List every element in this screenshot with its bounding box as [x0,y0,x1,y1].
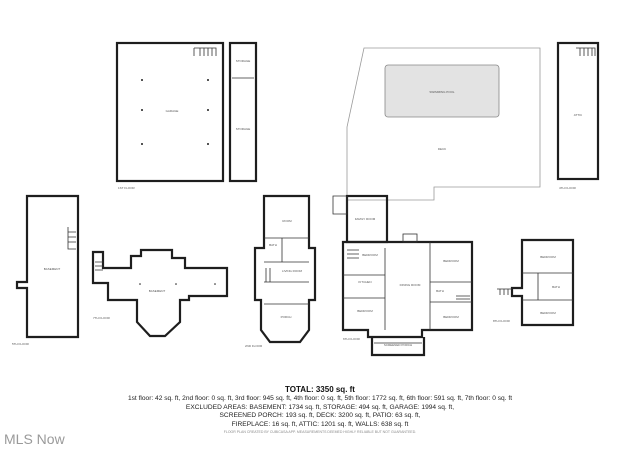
dining-room-label: DINING ROOM [400,283,421,287]
bedroom-5-label: BEDROOM [540,255,556,259]
storage-label-2: STORAGE [236,127,251,131]
bedroom-2-label: BEDROOM [357,309,373,313]
brand-watermark: MLS Now [4,431,65,447]
disclaimer: FLOOR PLAN CREATED BY CUBICASA APP. MEAS… [223,430,417,435]
floor-areas: 1st floor: 42 sq. ft, 2nd floor: 0 sq. f… [127,395,513,402]
room-label: ROOM [282,219,292,223]
floor-label-attic: 4TH FLOOR [559,186,577,190]
floor-label-garage: 1ST FLOOR [118,186,135,190]
floor-label-bedroom: 8TH FLOOR [493,319,511,323]
attic-label: ATTIC [574,113,583,117]
bedroom-1-label: BEDROOM [362,253,378,257]
bedroom-wing-plan: BEDROOM BATH BEDROOM 8TH FLOOR [493,238,575,327]
bedroom-3-label: BEDROOM [443,259,459,263]
basement-2-plan: BASEMENT 7TH FLOOR [91,248,229,338]
bedroom-6-label: BEDROOM [540,311,556,315]
main-floor-plan: FAMILY ROOM DINING ROOM KITCHEN BEDROOM … [332,194,474,357]
floor-plan-drawing: GARAGE STORAGE STORAGE 1ST FLOOR SWIMMIN… [12,41,600,357]
bath-2-label: BATH [436,289,444,293]
family-room-label: FAMILY ROOM [355,217,376,221]
floor-label-lower: 7TH FLOOR [93,316,111,320]
storage-label: STORAGE [236,59,251,63]
deck-plan: SWIMMING POOL DECK [346,47,541,201]
upper-floor-plan: ROOM BATH LIVING ROOM PORCH 2ND FLOOR [245,194,317,348]
deck-label: DECK [438,147,446,151]
screened-porch-label: SCREENED PORCH [384,343,412,347]
bath-3-label: BATH [552,285,560,289]
porch-label: PORCH [281,315,292,319]
attic-plan: ATTIC 4TH FLOOR [556,41,600,190]
area-summary: TOTAL: 3350 sq. ft 1st floor: 42 sq. ft,… [0,385,640,434]
total-area: TOTAL: 3350 sq. ft [285,385,355,394]
floor-label-basement: 5TH FLOOR [12,342,30,346]
bedroom-4-label: BEDROOM [443,315,459,319]
basement-plan: BASEMENT 5TH FLOOR [12,194,80,346]
basement-label: BASEMENT [44,267,61,271]
bath-label: BATH [269,243,277,247]
porch-deck-areas: SCREENED PORCH: 193 sq. ft, DECK: 3200 s… [219,412,421,420]
living-room-label: LIVING ROOM [282,269,303,273]
excluded-areas: EXCLUDED AREAS: BASEMENT: 1734 sq. ft, S… [185,403,455,411]
garage-label: GARAGE [166,109,179,113]
garage-plan: GARAGE STORAGE STORAGE 1ST FLOOR [115,41,258,190]
swimming-pool-label: SWIMMING POOL [429,90,454,94]
floor-label-main: 6TH FLOOR [343,337,361,341]
kitchen-label: KITCHEN [358,280,371,284]
floor-label-upper: 2ND FLOOR [245,344,263,348]
fireplace-attic-walls: FIREPLACE: 16 sq. ft, ATTIC: 1201 sq. ft… [231,420,409,428]
basement-2-label: BASEMENT [149,289,166,293]
